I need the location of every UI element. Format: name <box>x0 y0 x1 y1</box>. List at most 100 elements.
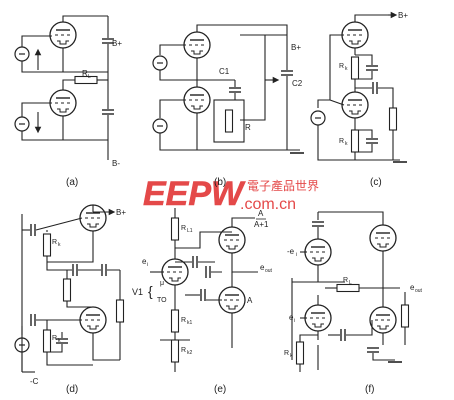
label-neg-e-sub: i <box>296 252 297 258</box>
resistor-icon <box>115 299 125 323</box>
ac-source-icon <box>310 110 326 126</box>
ac-source-icon <box>152 55 168 71</box>
label-e-in-sub: i <box>147 262 148 268</box>
label-r-bottom-sub: k <box>345 141 348 147</box>
capacitor-icon <box>366 346 380 354</box>
panel-a: B+ R L B- (a) <box>14 15 122 188</box>
label-b-minus: B- <box>112 159 120 168</box>
caption-b: (b) <box>214 177 226 188</box>
panel-d: B+ R k R k -C (d) <box>14 204 126 395</box>
resistor-icon <box>170 309 180 333</box>
capacitor-icon <box>228 86 242 94</box>
watermark: EEPW 電子產品世界 .com.cn <box>143 175 319 214</box>
label-e-in: e <box>142 257 147 266</box>
label-c1: C1 <box>219 67 230 76</box>
label-e-out: e <box>260 263 265 272</box>
tube-icon <box>49 21 77 49</box>
label-r-bottom-sub: k <box>58 338 61 344</box>
capacitor-icon <box>371 81 379 95</box>
label-gain-a-bottom: A <box>247 296 253 305</box>
label-resistor: R <box>82 69 88 78</box>
label-rk: R <box>284 350 289 357</box>
resistor-icon <box>336 283 360 293</box>
caption-d: (d) <box>66 384 78 395</box>
label-r-top: R <box>339 63 344 70</box>
label-gain-a: A <box>258 209 264 218</box>
watermark-brand: EEPW <box>143 175 246 213</box>
label-b-plus: B+ <box>398 11 408 20</box>
watermark-url: .com.cn <box>240 196 296 213</box>
capacitor-icon <box>365 64 379 72</box>
label-e-out-sub: out <box>265 268 273 274</box>
tube-icon <box>218 286 246 314</box>
capacitor-icon <box>71 263 79 277</box>
capacitor-icon <box>191 255 199 269</box>
tube-icon <box>183 86 211 114</box>
label-e-out-sub: out <box>415 288 423 294</box>
capacitor-icon <box>280 69 294 77</box>
watermark-chinese: 電子產品世界 <box>247 178 319 193</box>
label-r-top-sub: k <box>58 242 61 248</box>
ac-source-icon <box>14 116 30 132</box>
tube-icon <box>218 226 246 254</box>
ac-source-icon <box>152 118 168 134</box>
tube-icon <box>369 306 397 334</box>
label-r-bottom: R <box>52 335 57 342</box>
capacitor-icon <box>204 265 212 279</box>
resistor-icon <box>224 109 234 133</box>
panel-e: R L1 A A+1 e i e out μ V1 { TO R k1 R k2… <box>132 208 273 395</box>
label-resistor: R <box>245 123 251 132</box>
label-rl1-sub: L1 <box>187 228 193 234</box>
resistor-icon <box>62 278 72 302</box>
label-r-bottom: R <box>339 138 344 145</box>
caption-f: (f) <box>365 384 374 395</box>
tube-icon <box>49 89 77 117</box>
label-r-top-sub: k <box>345 66 348 72</box>
label-gain-a-plus-one: A+1 <box>254 220 269 229</box>
caption-a: (a) <box>66 177 78 188</box>
capacitor-icon <box>339 328 347 342</box>
label-mu: μ <box>160 280 164 287</box>
label-v1: V1 <box>132 287 143 297</box>
resistor-icon <box>170 217 180 241</box>
ac-source-icon <box>14 46 30 62</box>
label-b-plus: B+ <box>291 43 301 52</box>
label-rl: R <box>343 277 348 284</box>
label-r-top: R <box>52 239 57 246</box>
label-rk2: R <box>181 347 186 354</box>
tube-icon <box>304 304 332 332</box>
capacitor-icon <box>365 137 379 145</box>
resistor-icon <box>388 107 398 131</box>
tube-icon <box>369 224 397 252</box>
capacitor-icon <box>100 263 108 277</box>
resistor-icon <box>400 304 410 328</box>
capacitor-icon <box>101 108 115 116</box>
resistor-icon <box>42 329 52 353</box>
resistor-icon <box>350 129 360 153</box>
tube-icon <box>161 258 189 286</box>
label-e-in: e <box>289 313 294 322</box>
label-rk-sub: k <box>290 353 293 359</box>
brace-icon: { <box>148 283 153 299</box>
label-rk1: R <box>181 317 186 324</box>
panel-f: -e i e i R L R k e out (f) <box>284 211 423 395</box>
label-e-in-sub: i <box>294 318 295 324</box>
tube-icon <box>304 238 332 266</box>
tube-icon <box>79 306 107 334</box>
label-b-plus: B+ <box>112 39 122 48</box>
capacitor-icon <box>199 288 207 302</box>
label-rl1: R <box>181 225 186 232</box>
label-b-plus: B+ <box>116 208 126 217</box>
capacitor-icon <box>29 223 37 237</box>
label-resistor-sub: L <box>88 74 91 80</box>
resistor-icon <box>42 233 52 257</box>
resistor-icon <box>350 56 360 80</box>
caption-c: (c) <box>370 177 382 188</box>
label-c2: C2 <box>292 79 303 88</box>
capacitor-icon <box>311 220 325 228</box>
tube-icon <box>341 91 369 119</box>
label-neg-e: -e <box>287 247 295 256</box>
panel-b: B+ C1 C2 R (b) <box>152 24 305 188</box>
capacitor-icon <box>29 313 37 327</box>
